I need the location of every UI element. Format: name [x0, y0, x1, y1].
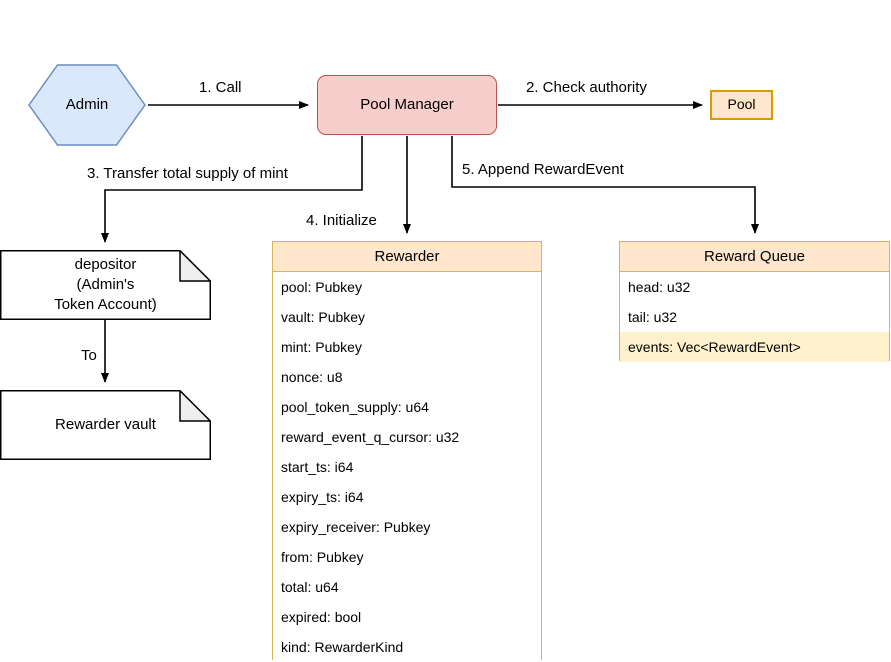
node-pool-manager[interactable]: Pool Manager: [317, 75, 497, 135]
class-row: tail: u32: [620, 302, 889, 332]
node-pool[interactable]: Pool: [710, 90, 773, 120]
class-row: total: u64: [273, 572, 541, 602]
edge-label-to: To: [78, 346, 100, 366]
edge-label-check-authority: 2. Check authority: [523, 78, 650, 98]
note-shape: [0, 390, 211, 460]
edge-label-initialize: 4. Initialize: [303, 211, 380, 231]
edge-label-append-rewardevent: 5. Append RewardEvent: [459, 160, 627, 180]
class-row: kind: RewarderKind: [273, 632, 541, 662]
node-depositor[interactable]: depositor (Admin's Token Account): [0, 250, 211, 320]
node-depositor-label: depositor (Admin's Token Account): [54, 255, 157, 314]
class-row: start_ts: i64: [273, 452, 541, 482]
node-rewarder-vault-label: Rewarder vault: [55, 415, 156, 433]
edge-label-call: 1. Call: [196, 78, 245, 98]
class-row: pool: Pubkey: [273, 272, 541, 302]
edge-label-transfer-supply: 3. Transfer total supply of mint: [84, 164, 291, 184]
class-reward-queue[interactable]: Reward Queue head: u32 tail: u32 events:…: [619, 241, 890, 362]
class-row: head: u32: [620, 272, 889, 302]
edge-append-rewardevent: [451, 136, 759, 234]
class-row: vault: Pubkey: [273, 302, 541, 332]
node-pool-label: Pool: [727, 96, 756, 113]
class-reward-queue-rows: head: u32 tail: u32 events: Vec<RewardEv…: [620, 272, 889, 362]
class-reward-queue-title: Reward Queue: [620, 242, 889, 272]
class-row: from: Pubkey: [273, 542, 541, 572]
class-rewarder-rows: pool: Pubkey vault: Pubkey mint: Pubkey …: [273, 272, 541, 662]
node-pool-manager-label: Pool Manager: [360, 95, 454, 113]
class-row: nonce: u8: [273, 362, 541, 392]
node-admin[interactable]: Admin: [28, 64, 146, 146]
class-row: expired: bool: [273, 602, 541, 632]
class-rewarder[interactable]: Rewarder pool: Pubkey vault: Pubkey mint…: [272, 241, 542, 662]
hexagon-shape: [28, 64, 146, 146]
class-row-highlighted: events: Vec<RewardEvent>: [620, 332, 889, 362]
class-row: expiry_ts: i64: [273, 482, 541, 512]
class-row: expiry_receiver: Pubkey: [273, 512, 541, 542]
note-shape: [0, 250, 211, 320]
node-admin-label: Admin: [65, 95, 109, 113]
class-row: mint: Pubkey: [273, 332, 541, 362]
node-rewarder-vault[interactable]: Rewarder vault: [0, 390, 211, 460]
class-row: reward_event_q_cursor: u32: [273, 422, 541, 452]
class-rewarder-title: Rewarder: [273, 242, 541, 272]
class-row: pool_token_supply: u64: [273, 392, 541, 422]
